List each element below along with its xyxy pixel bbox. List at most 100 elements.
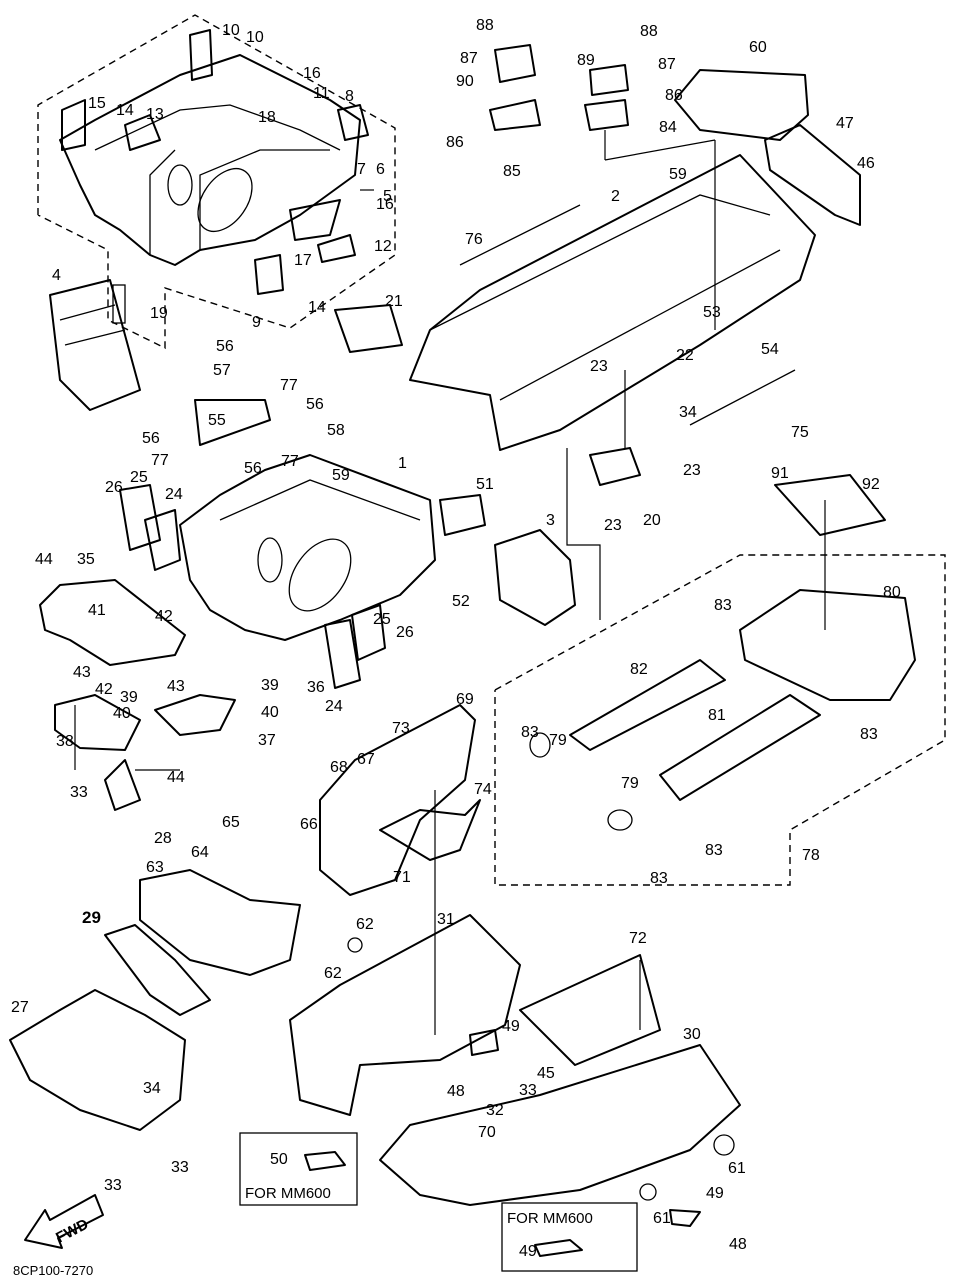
callout-c45: 45 [537,1065,555,1082]
callout-c92: 92 [862,476,880,493]
callout-c54: 54 [761,341,779,358]
callout-c33d: 33 [104,1177,122,1194]
callout-c38: 38 [56,733,74,750]
callout-c56a: 56 [216,338,234,355]
callout-c4: 4 [52,267,61,284]
callout-c77b: 77 [151,452,169,469]
callout-c87b: 87 [658,56,676,73]
callout-c44a: 44 [35,551,53,568]
callout-c18: 18 [258,109,276,126]
callout-c86b: 86 [446,134,464,151]
callout-c29: 29 [82,908,101,927]
callout-c51: 51 [476,476,494,493]
callout-c24b: 24 [325,698,343,715]
callout-c65: 65 [222,814,240,831]
callout-c79b: 79 [621,775,639,792]
callout-c23a: 23 [590,358,608,375]
callout-c42b: 42 [95,681,113,698]
callout-c70: 70 [478,1124,496,1141]
callout-c16a: 16 [303,65,321,82]
callout-c8: 8 [345,88,354,105]
callout-c30: 30 [683,1026,701,1043]
callout-c60: 60 [749,39,767,56]
callout-c64: 64 [191,844,209,861]
callout-c61a: 61 [728,1160,746,1177]
callout-c50: 50 [270,1151,288,1168]
callout-c39a: 39 [261,677,279,694]
callout-c2: 2 [611,188,620,205]
callout-c32: 32 [486,1102,504,1119]
callout-c53: 53 [703,304,721,321]
note-label-left: FOR MM600 [245,1185,331,1202]
callout-c31: 31 [437,911,455,928]
callout-c81: 81 [708,707,726,724]
fwd-arrow: FWD [24,1194,104,1249]
callout-c14b: 14 [308,299,326,316]
callout-c77c: 77 [281,453,299,470]
callout-c10b: 10 [246,29,264,46]
callout-c56d: 56 [244,460,262,477]
callout-c67: 67 [357,751,375,768]
callout-c48b: 48 [729,1236,747,1253]
callout-c91: 91 [771,465,789,482]
callout-c49c: 49 [519,1243,537,1260]
callout-c49a: 49 [502,1018,520,1035]
callout-c83a: 83 [714,597,732,614]
callout-c49b: 49 [706,1185,724,1202]
callout-c52: 52 [452,593,470,610]
callout-c58: 58 [327,422,345,439]
callout-c62a: 62 [356,916,374,933]
callout-c40b: 40 [113,705,131,722]
callout-c3: 3 [546,512,555,529]
fwd-label: FWD [53,1216,91,1247]
callout-c59a: 59 [669,166,687,183]
callout-c83c: 83 [860,726,878,743]
callout-c43b: 43 [167,678,185,695]
note-label-right: FOR MM600 [507,1210,593,1227]
callout-c77a: 77 [280,377,298,394]
callout-c12: 12 [374,238,392,255]
callout-c11: 11 [313,85,330,102]
callout-c71: 71 [393,869,411,886]
callout-c86a: 86 [665,87,683,104]
callout-c63: 63 [146,859,164,876]
callout-c88b: 88 [640,23,658,40]
callout-c47: 47 [836,115,854,132]
callout-c69: 69 [456,691,474,708]
callout-c56c: 56 [142,430,160,447]
callout-c75: 75 [791,424,809,441]
callout-c23b: 23 [683,462,701,479]
callout-c25b: 25 [373,611,391,628]
callout-c21: 21 [385,293,403,310]
part-side-panels [9,704,741,1257]
callout-c48a: 48 [447,1083,465,1100]
callout-c79a: 79 [549,732,567,749]
callout-c10a: 10 [222,22,240,39]
callout-c33a: 33 [70,784,88,801]
dashed-group-outlines [37,14,946,886]
callout-c36: 36 [307,679,325,696]
callout-c35: 35 [77,551,95,568]
callout-c82: 82 [630,661,648,678]
callout-c43a: 43 [73,664,91,681]
callout-c14a: 14 [116,102,134,119]
callout-c24a: 24 [165,486,183,503]
callout-c88a: 88 [476,17,494,34]
callout-c76: 76 [465,231,483,248]
figure-code: 8CP100-7270 [13,1263,93,1278]
note-box-mm600-left: FOR MM600 [239,1132,358,1206]
part-front-frame-upper [49,29,403,411]
part-rear-covers [529,589,916,831]
callout-c1: 1 [398,455,407,472]
part-front-frame-main [39,399,576,811]
callout-c17: 17 [294,252,312,269]
callout-c68: 68 [330,759,348,776]
callout-c84: 84 [659,119,677,136]
callout-c83e: 83 [650,870,668,887]
callout-c6: 6 [376,161,385,178]
callout-c13: 13 [146,106,164,123]
callout-c5: 5 [383,188,392,205]
callout-c41: 41 [88,602,106,619]
callout-c37: 37 [258,732,276,749]
